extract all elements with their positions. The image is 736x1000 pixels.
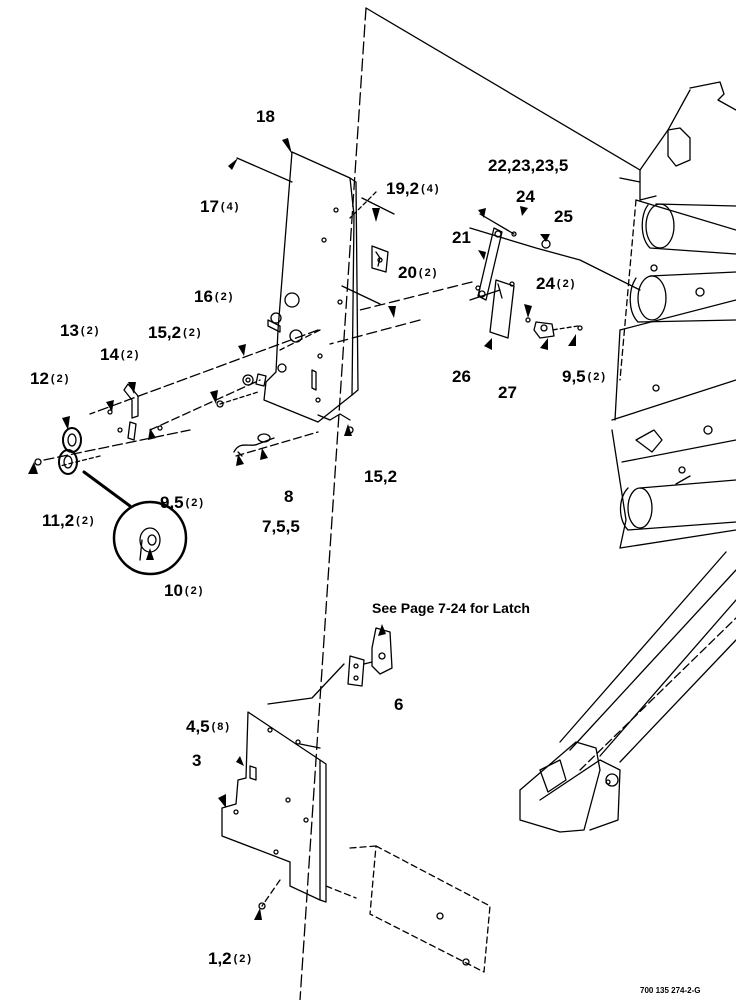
latch-parts-upper — [475, 213, 583, 339]
callout-12-number: 12 — [30, 369, 49, 388]
callout-12: 12(2) — [30, 370, 70, 387]
cover-holes — [258, 902, 470, 966]
callout-1-2-number: 1,2 — [208, 949, 232, 968]
callout-3-number: 3 — [192, 751, 202, 770]
callout-17-qty: (4) — [220, 201, 241, 213]
callout-11-2: 11,2(2) — [42, 512, 96, 529]
lift-arms — [519, 551, 736, 833]
callout-17-number: 17 — [200, 197, 219, 216]
callout-20: 20(2) — [398, 264, 438, 281]
callout-arrows — [28, 138, 576, 920]
callout-11-2-number: 11,2 — [42, 511, 75, 530]
callout-7-5-5: 7,5,5 — [262, 518, 300, 535]
callout-8-number: 8 — [284, 487, 294, 506]
callout-14: 14(2) — [100, 346, 140, 363]
callout-13-number: 13 — [60, 321, 79, 340]
callout-3: 3 — [192, 752, 201, 769]
callout-15-2-bottom-number: 15,2 — [364, 467, 398, 486]
callout-18: 18 — [256, 108, 275, 125]
callout-24-top-number: 24 — [516, 187, 535, 206]
callout-16-qty: (2) — [214, 291, 235, 303]
callout-1-2-qty: (2) — [233, 953, 254, 965]
callout-15-2-top-qty: (2) — [183, 327, 203, 339]
callout-9-5-left: 9,5(2) — [160, 494, 205, 511]
callout-13: 13(2) — [60, 322, 100, 339]
lower-side-panel — [221, 663, 345, 903]
callout-26-number: 26 — [452, 367, 471, 386]
callout-9-5-left-qty: (2) — [185, 497, 206, 509]
callout-18-number: 18 — [256, 107, 275, 126]
lower-cover-dashed — [261, 845, 491, 973]
callout-11-2-qty: (2) — [76, 515, 96, 527]
callout-24-top: 24 — [516, 188, 535, 205]
callout-21-number: 21 — [452, 228, 471, 247]
callout-9-5-right-number: 9,5 — [562, 367, 586, 386]
callout-27: 27 — [498, 384, 517, 401]
callout-22: 22,23,23,5 — [488, 157, 568, 174]
callout-10-qty: (2) — [184, 585, 205, 597]
latch-reference-note: See Page 7-24 for Latch — [372, 600, 530, 616]
callout-24-side-qty: (2) — [556, 278, 577, 290]
callout-27-number: 27 — [498, 383, 517, 402]
callout-15-2-bottom: 15,2 — [364, 468, 397, 485]
panel-bracket — [371, 245, 389, 273]
callout-9-5-right: 9,5(2) — [562, 368, 607, 385]
callout-25: 25 — [554, 208, 573, 225]
callout-4-5-number: 4,5 — [186, 717, 210, 736]
callout-16: 16(2) — [194, 288, 234, 305]
callout-22-number: 22,23,23,5 — [488, 156, 569, 175]
callout-19-number: 19,2 — [386, 179, 420, 198]
leader-lines — [43, 157, 641, 467]
callout-6: 6 — [394, 696, 403, 713]
callout-6-number: 6 — [394, 695, 404, 714]
callout-14-number: 14 — [100, 345, 119, 364]
callout-12-qty: (2) — [50, 373, 71, 385]
baler-frame — [299, 7, 736, 1000]
callout-8: 8 — [284, 488, 293, 505]
callout-14-qty: (2) — [120, 349, 141, 361]
callout-19-qty: (4) — [421, 183, 441, 195]
callout-16-number: 16 — [194, 287, 213, 306]
left-hardware — [34, 374, 354, 475]
callout-9-5-right-qty: (2) — [587, 371, 608, 383]
callout-1-2: 1,2(2) — [208, 950, 253, 967]
callout-7-5-5-number: 7,5,5 — [262, 517, 300, 536]
callout-25-number: 25 — [554, 207, 573, 226]
drawing-number: 700 135 274-2-G — [640, 986, 701, 995]
callout-15-2-top-number: 15,2 — [148, 323, 182, 342]
callout-15-2-top: 15,2(2) — [148, 324, 203, 341]
callout-10-number: 10 — [164, 581, 183, 600]
callout-4-5-qty: (8) — [211, 721, 232, 733]
callout-9-5-left-number: 9,5 — [160, 493, 184, 512]
spring-part — [233, 433, 275, 457]
detail-inset-washer — [82, 470, 188, 576]
callout-10: 10(2) — [164, 582, 204, 599]
callout-13-qty: (2) — [80, 325, 101, 337]
callout-19: 19,2(4) — [386, 180, 441, 197]
callout-4-5: 4,5(8) — [186, 718, 231, 735]
callout-24-side-number: 24 — [536, 274, 555, 293]
callout-24-side: 24(2) — [536, 275, 576, 292]
callout-21: 21 — [452, 229, 471, 246]
callout-20-number: 20 — [398, 263, 417, 282]
callout-26: 26 — [452, 368, 471, 385]
callout-20-qty: (2) — [418, 267, 439, 279]
latch-bracket — [347, 627, 393, 687]
callout-17: 17(4) — [200, 198, 240, 215]
